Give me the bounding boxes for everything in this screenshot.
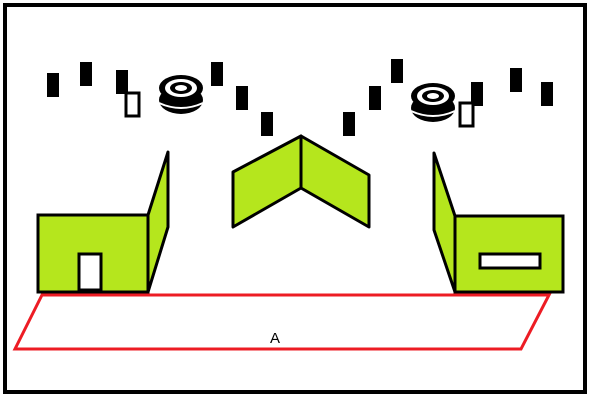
right-structure [432, 151, 565, 294]
left-structure [36, 150, 170, 294]
hanging-blocks-left [47, 62, 273, 136]
coiled-ring-icon[interactable] [158, 75, 204, 114]
hanging-block [47, 73, 59, 97]
window-slot [478, 252, 542, 270]
floor-area[interactable] [12, 293, 552, 351]
hanging-block [343, 112, 355, 136]
hanging-block [236, 86, 248, 110]
floor-label: A [270, 330, 280, 347]
hanging-block [510, 68, 522, 92]
center-structure [231, 134, 371, 229]
hollow-block [458, 101, 475, 128]
door[interactable] [77, 252, 103, 292]
hanging-block [369, 86, 381, 110]
scene-frame [3, 3, 587, 394]
hanging-block [391, 59, 403, 83]
hanging-block [261, 112, 273, 136]
hanging-block [116, 70, 128, 94]
hollow-block [124, 91, 141, 118]
hanging-blocks-right [343, 59, 553, 136]
hanging-block [541, 82, 553, 106]
center-right-panel [299, 134, 371, 229]
coiled-ring-icon[interactable] [410, 83, 456, 122]
hanging-block [80, 62, 92, 86]
hanging-block [471, 82, 483, 106]
hanging-block [211, 62, 223, 86]
